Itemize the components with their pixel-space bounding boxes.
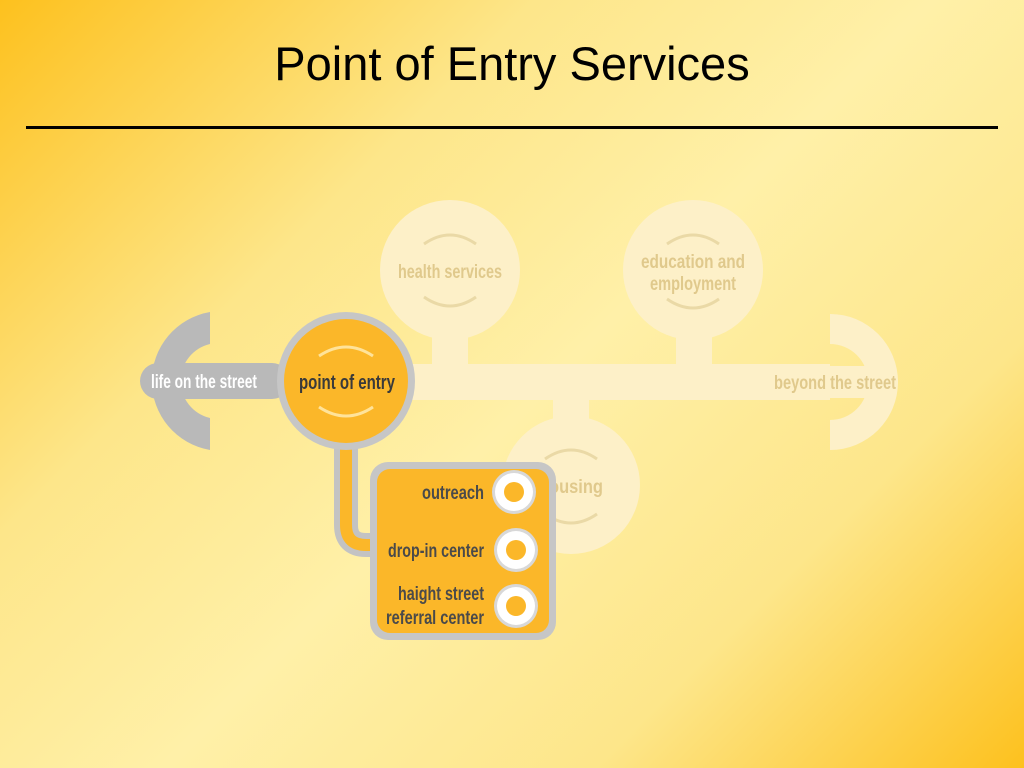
pathway-trunk	[400, 364, 830, 400]
service-label: drop-in center	[388, 541, 484, 562]
point-of-entry-label: point of entry	[299, 372, 396, 394]
beyond-the-street-label: beyond the street	[774, 373, 897, 394]
health-services-node: health services	[380, 200, 520, 340]
service-label-line1: haight street	[398, 584, 484, 605]
service-item-drop-in-center: drop-in center	[388, 528, 538, 572]
ring-icon	[492, 470, 536, 514]
service-item-outreach: outreach	[422, 470, 536, 514]
ring-icon	[494, 528, 538, 572]
beyond-the-street-node: beyond the street	[768, 314, 898, 450]
life-on-the-street-label: life on the street	[151, 372, 257, 393]
education-employment-node: education and employment	[623, 200, 763, 340]
life-on-the-street-node: life on the street	[140, 312, 290, 450]
services-box: outreach drop-in center haight street re…	[370, 462, 556, 640]
title-divider	[26, 126, 998, 129]
ring-icon	[494, 584, 538, 628]
health-services-label: health services	[398, 262, 502, 283]
service-label-line2: referral center	[386, 608, 484, 629]
education-label-line2: employment	[650, 274, 737, 295]
education-label-line1: education and	[641, 252, 745, 273]
slide-title: Point of Entry Services	[274, 37, 750, 90]
service-label: outreach	[422, 483, 484, 504]
point-of-entry-node: point of entry	[277, 312, 415, 450]
service-item-referral-center: haight street referral center	[386, 584, 538, 629]
